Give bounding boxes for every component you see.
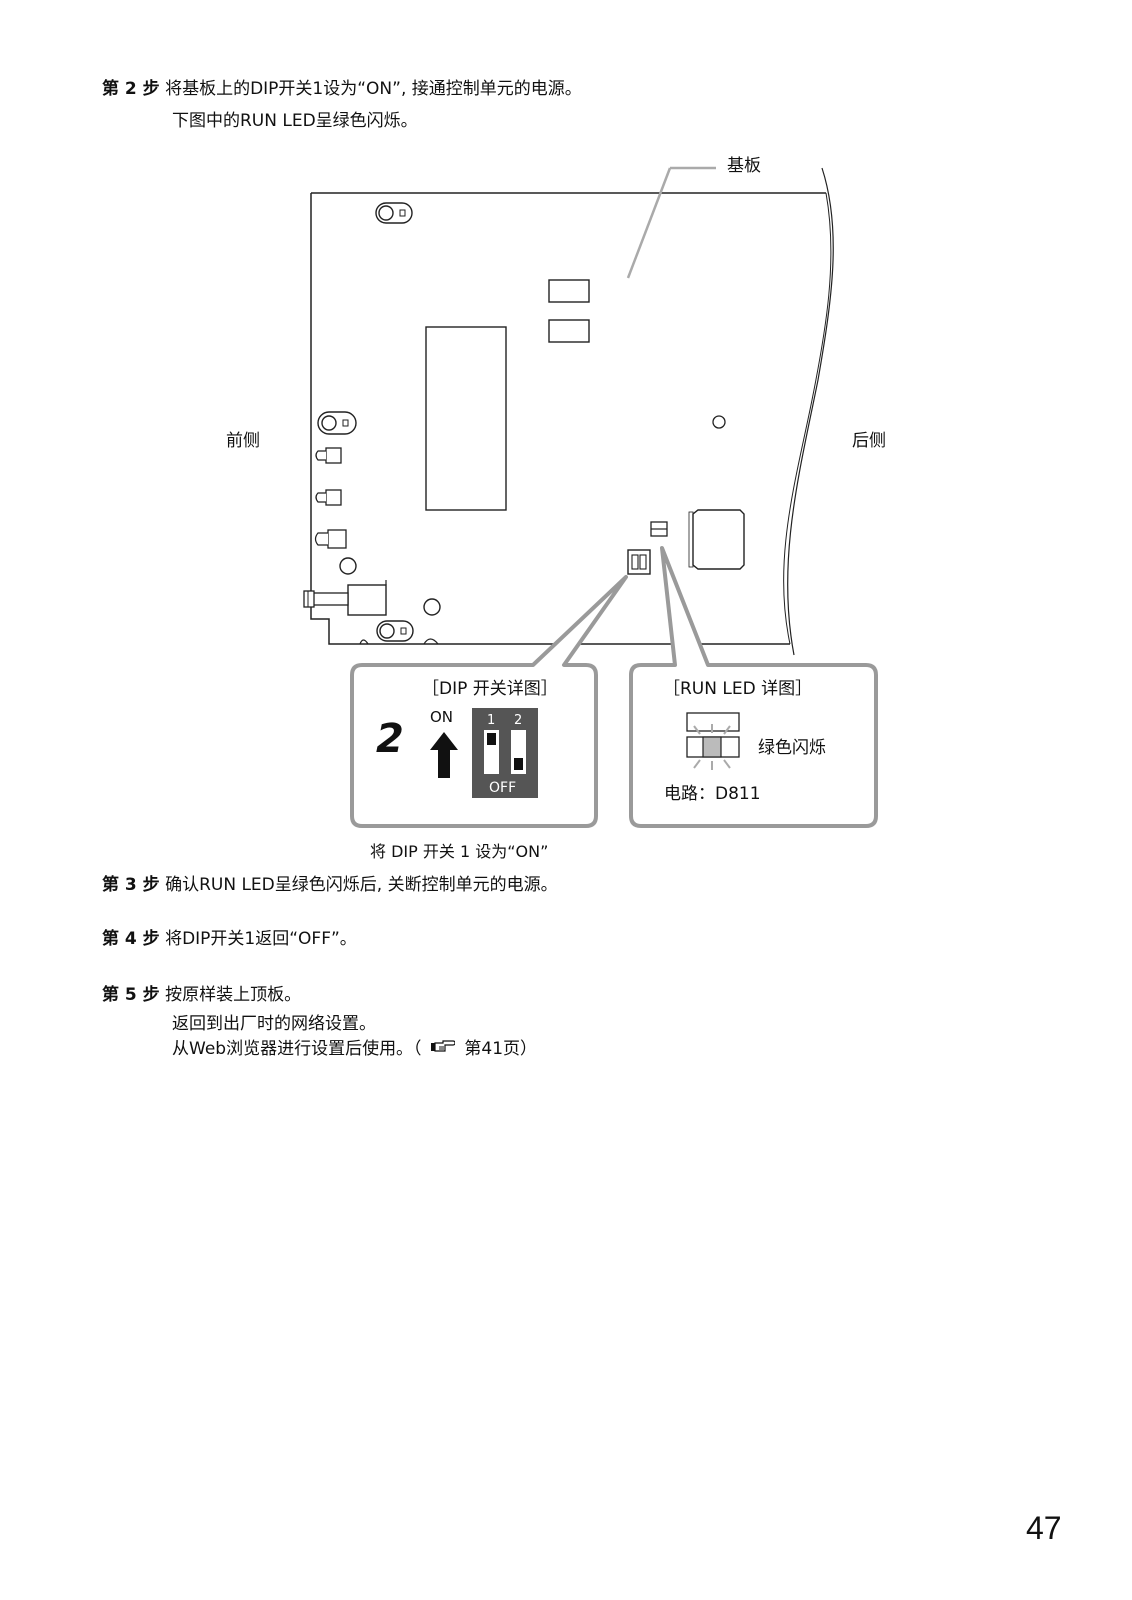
step-4-text: 将DIP开关1返回“OFF”。 [165, 929, 357, 949]
led-status-label: 绿色闪烁 [758, 738, 826, 758]
dip-off-label: OFF [489, 780, 516, 796]
dip-switch-number-1: 1 [487, 713, 495, 728]
board-cut-edge [787, 167, 834, 656]
front-side-label: 前侧 [226, 431, 260, 451]
step-3-text: 确认RUN LED呈绿色闪烁后, 关断控制单元的电源。 [165, 875, 558, 895]
figure-caption: 将 DIP 开关 1 设为“ON” [370, 842, 548, 861]
dip-step-number: 2 [376, 716, 404, 762]
dip-switch-lever-2-off [514, 758, 523, 770]
led-blink-rays [693, 724, 731, 770]
board-notch-1 [359, 639, 369, 645]
board-cut-edge-inner [783, 192, 832, 645]
square-chip [688, 509, 745, 570]
led-detail-title: ［RUN LED 详图］ [663, 679, 812, 699]
pointing-hand-icon [430, 1036, 456, 1062]
step-2-text: 将基板上的DIP开关1设为“ON”, 接通控制单元的电源。 [165, 79, 582, 99]
chip-a [548, 279, 590, 303]
dip-switch-number-2: 2 [514, 713, 522, 728]
dip-switch-body [472, 708, 538, 798]
dip-detail-title: ［DIP 开关详图］ [422, 679, 558, 699]
large-chip [425, 326, 507, 511]
hole-small-1 [339, 557, 357, 575]
dip-switch-on-board [627, 549, 651, 575]
rear-side-label: 后侧 [852, 431, 886, 451]
board-notch-2 [423, 638, 439, 645]
step-5-line-3-prefix: 从Web浏览器进行设置后使用。（ [172, 1039, 422, 1059]
dip-callout-frame [350, 575, 628, 828]
front-led-1 [315, 447, 342, 464]
mounting-hole-bottom [376, 620, 414, 642]
step-3-label: 第 3 步 [102, 875, 160, 895]
step-5-line-2: 返回到出厂时的网络设置。 [172, 1014, 376, 1034]
page-number: 47 [1026, 1510, 1062, 1546]
step-5: 第 5 步 按原样装上顶板。 [102, 982, 301, 1008]
hole-small-3 [712, 415, 726, 429]
step-2-label: 第 2 步 [102, 79, 160, 99]
hole-small-2 [423, 598, 441, 616]
step-5-line-3: 从Web浏览器进行设置后使用。（ 第41页） [172, 1036, 537, 1062]
step-3: 第 3 步 确认RUN LED呈绿色闪烁后, 关断控制单元的电源。 [102, 872, 558, 898]
step-2-subline: 下图中的RUN LED呈绿色闪烁。 [172, 111, 418, 131]
chip-b [548, 319, 590, 343]
step-5-label: 第 5 步 [102, 985, 160, 1005]
step-4: 第 4 步 将DIP开关1返回“OFF”。 [102, 926, 357, 952]
mounting-hole-left [317, 411, 357, 435]
step-4-label: 第 4 步 [102, 929, 160, 949]
up-arrow-icon [430, 732, 458, 778]
front-connector [303, 580, 387, 616]
board-leader-line [626, 167, 672, 279]
board-label: 基板 [727, 156, 761, 176]
step-2: 第 2 步 将基板上的DIP开关1设为“ON”, 接通控制单元的电源。 [102, 76, 582, 102]
step-5-page-reference[interactable]: 第41页） [464, 1039, 538, 1059]
led-circuit-label: 电路：D811 [664, 784, 761, 804]
mounting-hole-top [375, 202, 413, 224]
dip-switch-lever-1-on [487, 733, 496, 745]
run-led-on-board [650, 521, 668, 537]
led-green-lamp [702, 736, 722, 758]
dip-on-label: ON [430, 708, 453, 726]
board-outline [310, 192, 826, 645]
step-5-text: 按原样装上顶板。 [165, 985, 302, 1005]
front-led-3 [314, 529, 347, 549]
front-led-2 [315, 489, 342, 506]
